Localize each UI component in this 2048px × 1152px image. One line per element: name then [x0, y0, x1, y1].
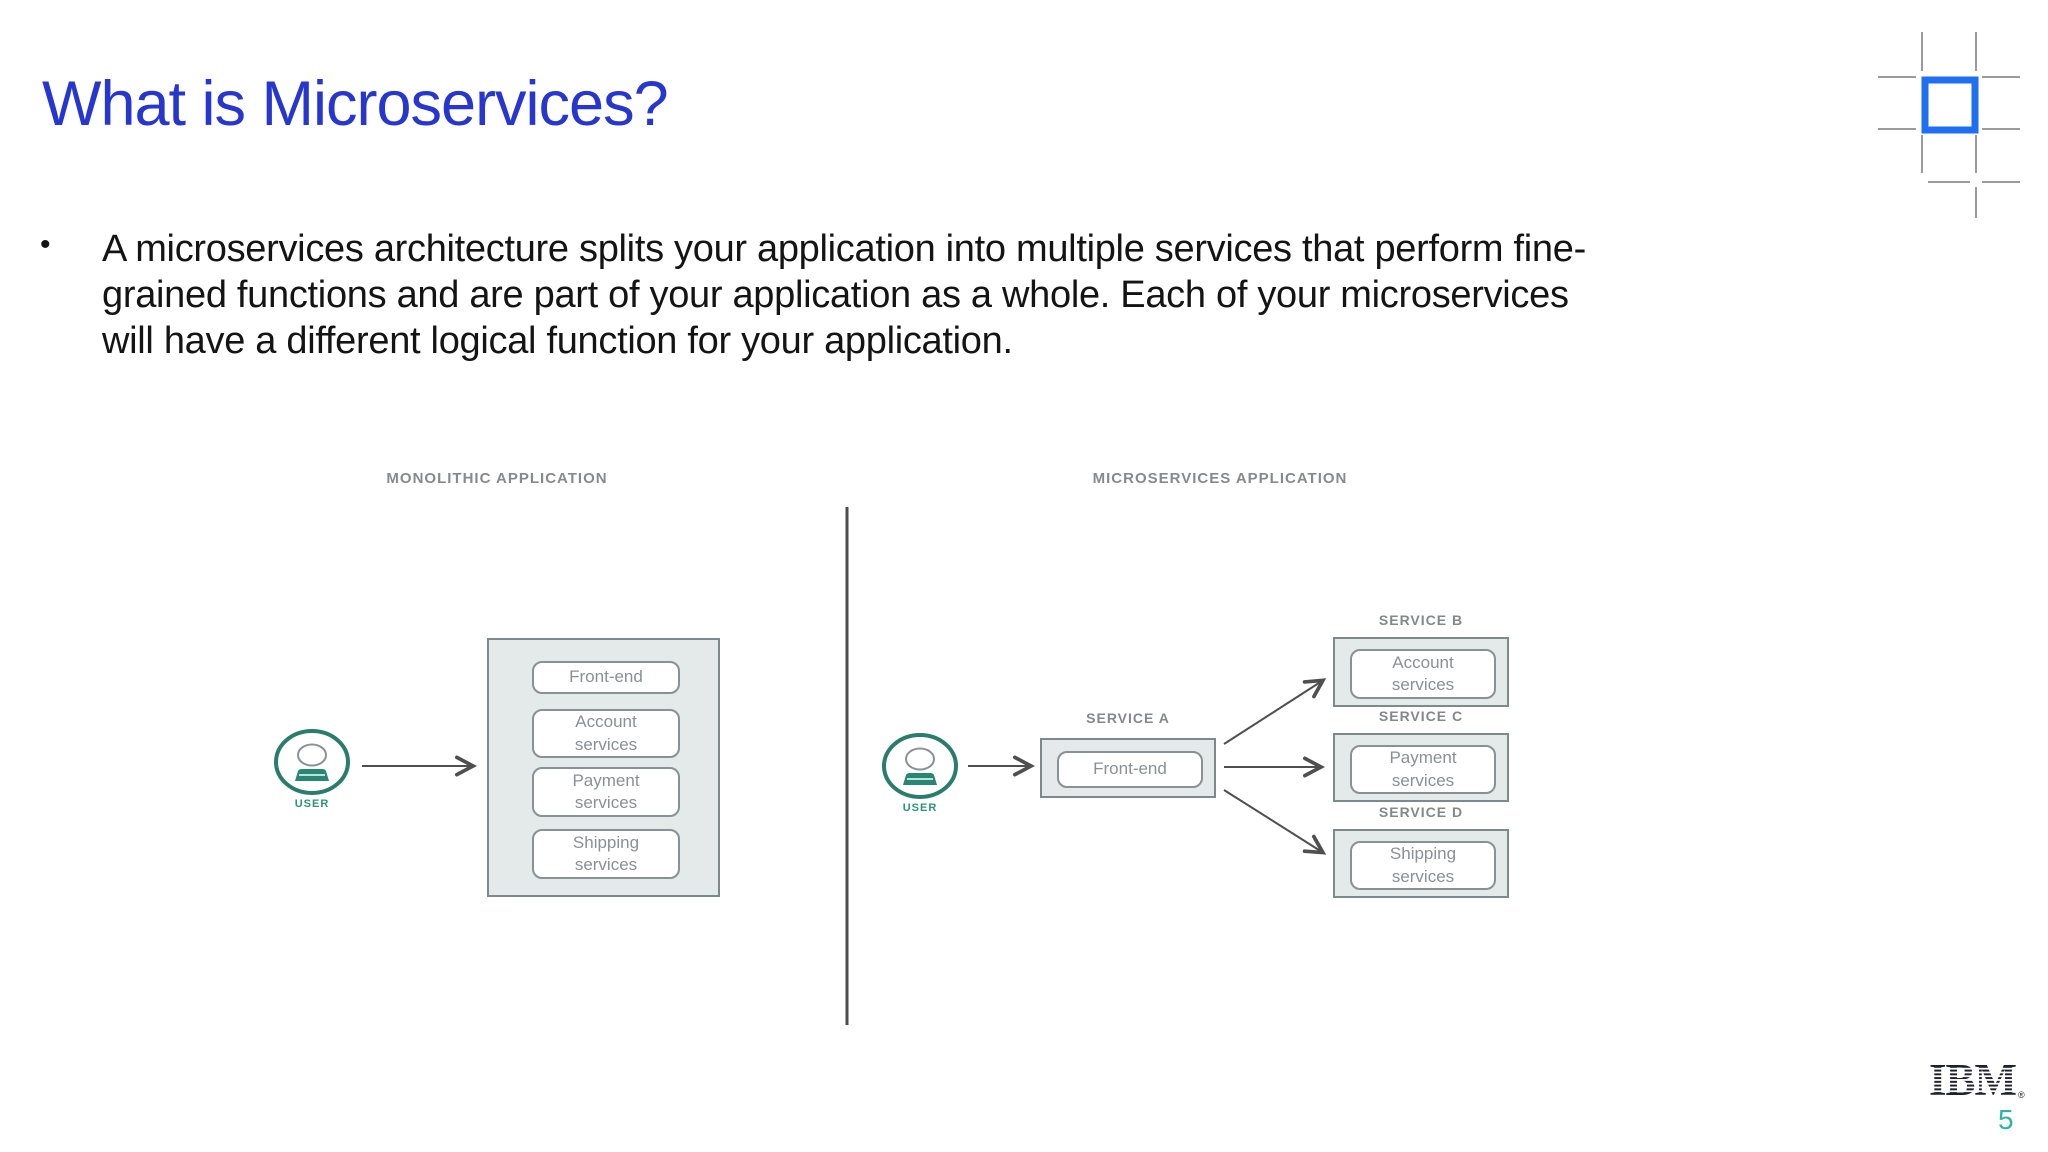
user-icon — [272, 726, 352, 803]
service-c-box: Payment services — [1333, 733, 1509, 802]
service-box-payment: Payment services — [532, 767, 680, 817]
bullet-text: A microservices architecture splits your… — [102, 228, 1586, 362]
registered-mark: ® — [2018, 1090, 2025, 1100]
service-a-label: SERVICE A — [1086, 710, 1170, 726]
service-box-account: Account services — [1350, 649, 1496, 699]
user-label: USER — [294, 798, 330, 810]
service-box-account: Account services — [532, 709, 680, 758]
monolithic-box: Front-end Account services Payment servi… — [487, 638, 720, 897]
grid-square-icon — [1878, 32, 2020, 218]
page-title: What is Microservices? — [42, 69, 669, 140]
service-a-box: Front-end — [1040, 738, 1216, 798]
service-box-shipping: Shipping services — [532, 829, 680, 879]
service-box-payment: Payment services — [1350, 745, 1496, 794]
service-c-label: SERVICE C — [1378, 708, 1464, 724]
bullet-marker: • — [40, 228, 51, 261]
service-b-label: SERVICE B — [1378, 612, 1464, 628]
service-b-box: Account services — [1333, 637, 1509, 707]
user-label: USER — [902, 802, 938, 814]
service-box-shipping: Shipping services — [1350, 841, 1496, 890]
user-icon — [880, 730, 960, 807]
blue-square-icon — [1921, 76, 1979, 134]
service-box-front-end: Front-end — [1057, 751, 1203, 788]
service-d-box: Shipping services — [1333, 829, 1509, 898]
bullet-item: • A microservices architecture splits yo… — [40, 226, 1600, 364]
service-box-front-end: Front-end — [532, 661, 680, 694]
microservices-title: MICROSERVICES APPLICATION — [1092, 470, 1348, 487]
monolithic-title: MONOLITHIC APPLICATION — [386, 470, 608, 487]
page-number: 5 — [1998, 1104, 2014, 1135]
ibm-logo: IBM ® — [1929, 1055, 2029, 1110]
service-d-label: SERVICE D — [1378, 804, 1464, 820]
